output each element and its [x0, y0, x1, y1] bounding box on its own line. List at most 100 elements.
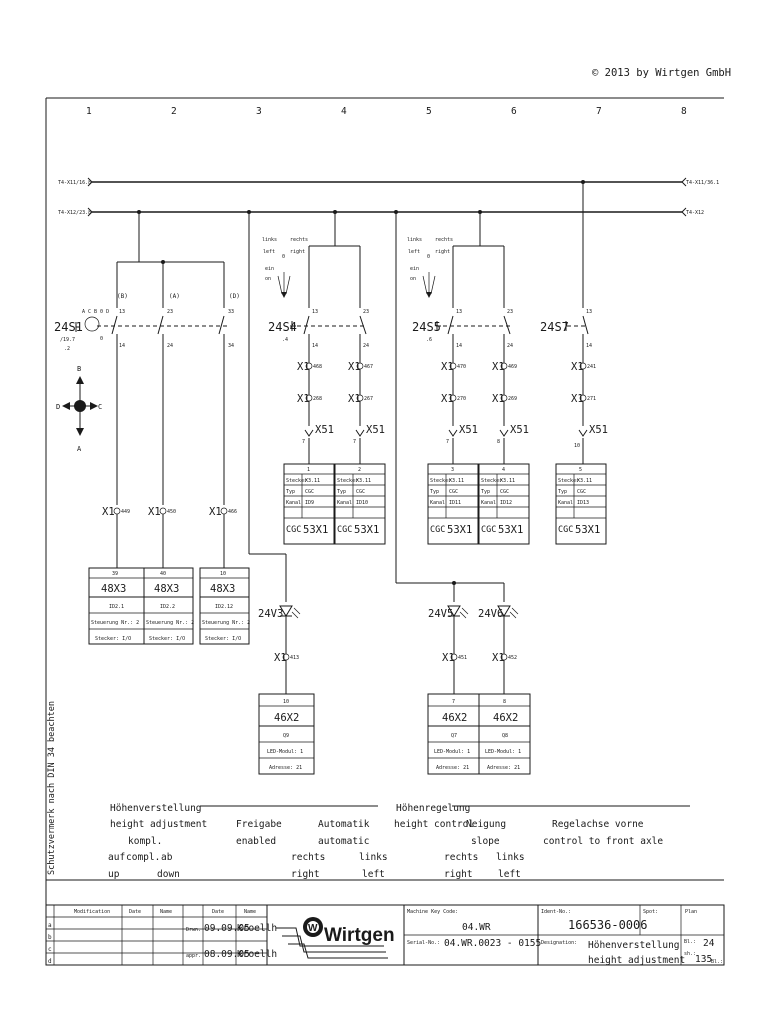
cgc-module-2: 2 Stecker X3.11 Typ CGC Kanal ID10 CGC 5… [334, 463, 386, 545]
bus-label: T4-X12/23.8 [58, 210, 91, 216]
terminal-number: 467 [364, 364, 373, 370]
terminal-label: X1 [297, 361, 310, 373]
module-title: 53X1 [447, 524, 472, 536]
terminal-number: 413 [290, 655, 299, 661]
terminal-number: 24 [167, 343, 173, 349]
contact-label: (D) [229, 293, 240, 300]
legend-left-2: left [498, 869, 521, 880]
row-value: CGC [577, 489, 586, 495]
legend-right-2: right [444, 869, 473, 880]
module-connector: Stecker: I/O [205, 636, 241, 642]
dir-ein: ein [265, 266, 274, 272]
switch-24s7: 13 24S7 14 X1 241 X1 271 X51 10 [540, 182, 608, 464]
sheet-bl2-label: Bl.: [711, 959, 723, 965]
terminal-number: 34 [228, 343, 234, 349]
terminal-number: 449 [121, 509, 130, 515]
title-block: a b c d Modification Date Name Date Name… [45, 904, 725, 966]
terminal-row-48x3: X1 X1 X1 449 450 466 [102, 506, 237, 568]
sheet-sh-value: 135 [695, 954, 712, 965]
wire-number: 7 [353, 439, 356, 445]
terminal-label: X1 [102, 506, 115, 518]
terminal-number: 450 [167, 509, 176, 515]
module-control: Steuerung Nr.: 2 [202, 620, 250, 626]
row-label: Kanal [481, 500, 496, 506]
dir-on: on [410, 276, 416, 282]
terminal-label: X1 [441, 393, 454, 405]
column-number: 7 [596, 106, 602, 117]
module-io: ID2.1 [109, 604, 124, 610]
terminal-label: X1 [441, 361, 454, 373]
module-type: CGC [337, 525, 352, 535]
legend-enabled: enabled [236, 836, 276, 847]
legend-up: up [108, 869, 120, 880]
terminal-number: 14 [586, 343, 592, 349]
legend-ra-en: control to front axle [543, 836, 663, 847]
wire-number: 7 [446, 439, 449, 445]
row-label: Typ [430, 489, 439, 495]
row-label: Kanal [286, 500, 301, 506]
terminal-number: 241 [587, 364, 596, 370]
module-pin: 2 [358, 467, 361, 473]
row-label: Typ [337, 489, 346, 495]
terminal-label: X1 [348, 393, 361, 405]
terminal-number: 451 [458, 655, 467, 661]
dir-links: links [262, 237, 277, 243]
module-pin: 5 [579, 467, 582, 473]
row-value: ID9 [305, 500, 314, 506]
side-note: Schutzvermerk nach DIN 34 beachten [47, 701, 57, 875]
module-pin: 10 [283, 699, 289, 705]
rev-row-b: b [48, 934, 52, 941]
row-label: Stecker [286, 478, 307, 484]
column-number: 2 [171, 106, 177, 117]
legend-down: down [157, 869, 180, 880]
device-label: 24S7 [540, 320, 569, 334]
dir-left: left [263, 249, 275, 255]
terminal-label: X1 [571, 393, 584, 405]
dir-zero: 0 [427, 254, 430, 260]
row-value: ID11 [449, 500, 461, 506]
serial-value: 04.WR.0023 - 0155 [444, 938, 541, 949]
terminal-label: X1 [209, 506, 222, 518]
device-ref: /19.7 [60, 337, 75, 343]
bus-label: T4-X11/36.1 [686, 180, 719, 186]
row-value: X3.11 [449, 478, 464, 484]
col-date: Date [129, 909, 141, 915]
terminal-number: 23 [507, 309, 513, 315]
terminal-number: 14 [312, 343, 318, 349]
copyright: © 2013 by Wirtgen GmbH [592, 67, 731, 79]
legend-left: left [362, 869, 385, 880]
module-connector: Stecker: I/O [149, 636, 185, 642]
col-name-2: Name [244, 909, 256, 915]
row-label: Stecker [481, 478, 502, 484]
column-number: 4 [341, 106, 347, 117]
legend: Höhenverstellung height adjustment kompl… [108, 803, 690, 880]
wire-number: 8 [497, 439, 500, 445]
cgc-module-3: 3 Stecker X3.11 Typ CGC Kanal ID11 CGC 5… [427, 463, 479, 545]
row-value: X3.11 [305, 478, 320, 484]
module-led: LED-Modul: 1 [485, 749, 521, 755]
legend-links-2: links [496, 852, 525, 863]
dir-left: left [408, 249, 420, 255]
terminal-number: 466 [228, 509, 237, 515]
col-name: Name [160, 909, 172, 915]
led-feed [248, 212, 505, 602]
legend-slope: slope [471, 836, 500, 847]
contact-label: (A) [169, 293, 180, 300]
legend-compl: compl. [126, 852, 160, 863]
logo-w: W [308, 923, 318, 934]
module-type: CGC [558, 525, 573, 535]
ident-label: Ident-No.: [541, 909, 571, 915]
push-arrows-icon [422, 272, 436, 298]
terminal-number: 271 [587, 396, 596, 402]
module-control: Steuerung Nr.: 2 [91, 620, 139, 626]
module-output: Q9 [283, 733, 289, 739]
terminal-number: 13 [119, 309, 125, 315]
mkc-value: 04.WR [462, 922, 491, 933]
bus-label: T4-X11/16.8 [58, 180, 91, 186]
module-title: 53X1 [303, 524, 328, 536]
module-address: Adresse: 21 [269, 765, 302, 771]
dir-on: on [265, 276, 271, 282]
row-value: CGC [449, 489, 458, 495]
dir-zero: 0 [282, 254, 285, 260]
led-label: 24V5 [428, 608, 453, 620]
